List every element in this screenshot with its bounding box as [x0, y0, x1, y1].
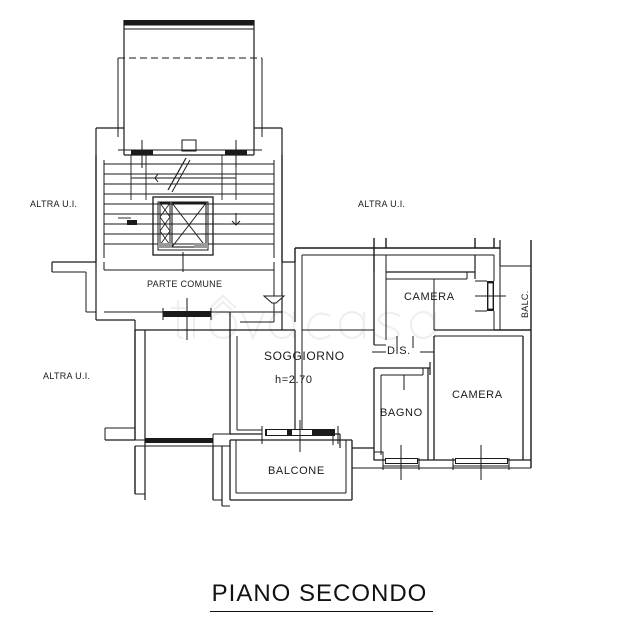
label-altra-ui-top-left: ALTRA U.I.: [30, 199, 78, 209]
label-balcone: BALCONE: [268, 465, 325, 477]
label-altra-ui-right: ALTRA U.I.: [358, 199, 406, 209]
label-camera-top: CAMERA: [404, 291, 455, 303]
label-soggiorno: SOGGIORNO: [264, 349, 345, 363]
label-dis: DIS.: [387, 345, 411, 357]
title-block: PIANO SECONDO: [0, 580, 643, 612]
label-camera-right: CAMERA: [452, 389, 503, 401]
label-balc: BALC.: [520, 290, 530, 318]
label-parte-comune: PARTE COMUNE: [147, 279, 223, 289]
label-altra-ui-bottom-left: ALTRA U.I.: [43, 371, 91, 381]
label-bagno: BAGNO: [380, 407, 423, 419]
floor-plan-title: PIANO SECONDO: [209, 580, 434, 612]
label-soggiorno-height: h=2.70: [275, 374, 313, 386]
